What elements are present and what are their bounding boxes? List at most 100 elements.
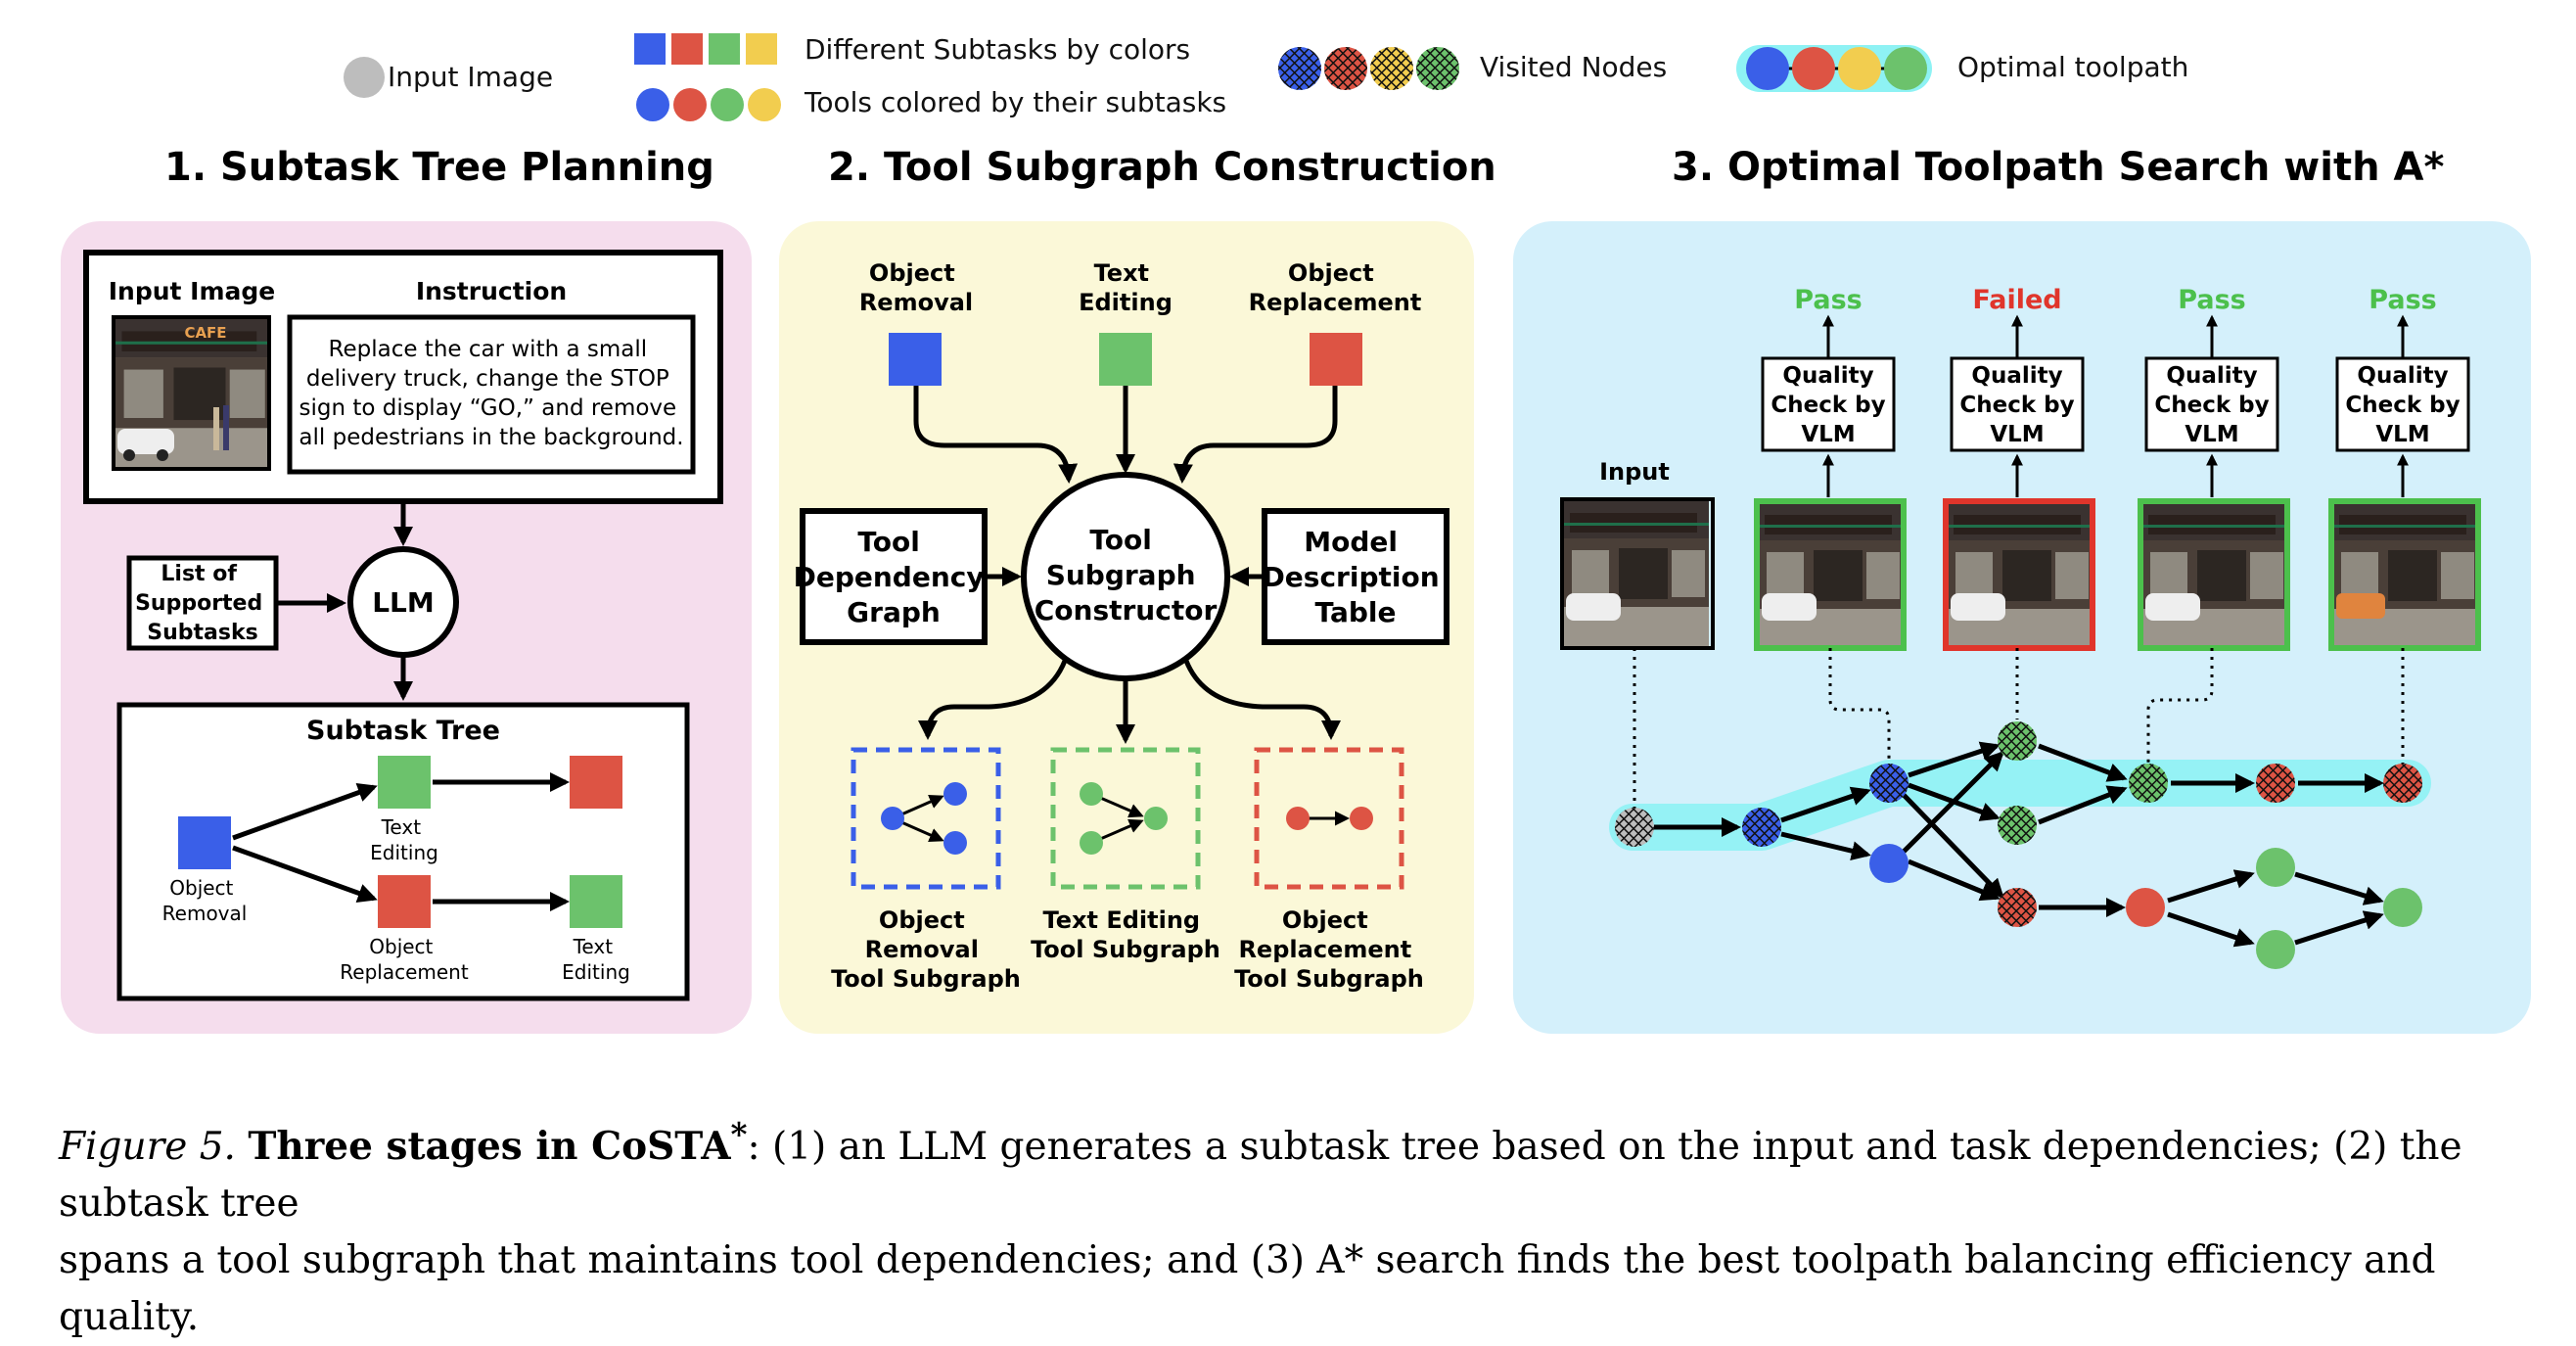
legend-subtask-colors: Different Subtasks by colors [805,33,1191,66]
model-description-label: Model Description Table [1263,526,1449,628]
result-3: Pass [2178,285,2245,315]
s2-object-replacement-label: Object Replacement [1249,259,1422,316]
node-green-2 [1998,806,2037,845]
tool-swatch-red [673,88,707,121]
legend: Input Image Different Subtasks by colors… [0,0,2576,147]
figure-caption: Figure 5. Three stages in CoSTA*: (1) an… [59,1106,2545,1346]
s3-result-image-1 [1754,498,1907,651]
s2-object-replacement-square [1310,333,1362,386]
result-1: Pass [1794,285,1862,315]
tool-swatch-blue [636,88,669,121]
subtask-swatch-blue [634,33,666,65]
caption-line-2: spans a tool subgraph that maintains too… [59,1238,2436,1339]
node-green-6 [2383,888,2422,927]
caption-rest-line1: : (1) an LLM generates a subtask tree ba… [59,1125,2462,1226]
toolpath-graph-nodes [1615,721,2422,969]
llm-label: LLM [372,586,435,619]
subtask-swatch-red [671,33,703,65]
s2-input-edges [913,386,1338,484]
section3-title: 3. Optimal Toolpath Search with A* [1672,145,2445,190]
tool-swatch-green [711,88,744,121]
tree-edges [232,772,570,911]
node-blue-1 [1742,808,1781,847]
s3-input-image [1560,497,1715,650]
tree-text-editing [378,756,431,809]
subtask-tree-title: Subtask Tree [306,716,500,746]
text-subgraph-graph [1080,782,1168,855]
legend-tool-colors: Tools colored by their subtasks [805,86,1227,118]
node-blue-2 [1869,764,1909,803]
result-4: Pass [2369,285,2436,315]
caption-line-1: Figure 5. Three stages in CoSTA*: (1) an… [59,1106,2545,1232]
node-red-1 [1998,888,2037,927]
section1-title: 1. Subtask Tree Planning [164,145,714,190]
node-green-5 [2256,930,2295,969]
photo-sign-text: CAFE [184,324,226,342]
tree-object-removal [178,816,231,869]
text-subgraph-label: Text Editing Tool Subgraph [1031,906,1220,963]
visited-node-swatches [1278,47,1459,90]
tree-label-object-replacement: Object Replacement [340,935,469,984]
text-subgraph-box [1050,747,1201,890]
dotted-connectors [1633,648,2405,809]
qc-box-4 [2335,356,2470,452]
tree-object-replacement [378,875,431,928]
removal-subgraph-label: Object Removal Tool Subgraph [831,906,1021,993]
s3-result-image-2 [1943,498,2095,651]
replacement-subgraph-graph [1286,807,1373,830]
node-blue-3 [1869,844,1909,883]
tree-replacement-2 [570,756,622,809]
input-image-swatch [344,57,385,98]
s2-object-removal-label: Object Removal [859,259,973,316]
legend-graphics [344,33,1932,121]
legend-visited-nodes: Visited Nodes [1480,51,1668,83]
diagram-canvas: Input Image Instruction CAFE Replace the… [83,250,2481,1001]
tool-dependency-label: Tool Dependency Graph [794,526,994,628]
tool-swatch-yellow [748,88,781,121]
qc-box-3 [2144,356,2279,452]
node-green-3 [2129,764,2168,803]
toolpath-graph-edges [1654,741,2384,948]
subgraph-constructor-label: Tool Subgraph Constructor [1035,524,1218,627]
subtask-tree-box [116,702,690,1001]
s3-result-image-4 [2328,498,2481,651]
removal-subgraph-graph [881,782,967,855]
tool-dependency-box [800,508,988,645]
s3-input-label: Input [1599,458,1670,486]
legend-optimal-toolpath: Optimal toolpath [1957,51,2189,83]
s2-object-removal-square [889,333,942,386]
tree-text-editing-2 [570,875,622,928]
tree-label-text-editing: Text Editing [370,815,438,864]
node-input [1615,808,1654,847]
supported-subtasks-label: List of Supported Subtasks [135,562,270,645]
caption-figure-label: Figure 5. [59,1125,236,1169]
s2-text-editing-square [1099,333,1152,386]
node-green-4 [2256,848,2295,887]
instruction-box [287,314,696,475]
supported-subtasks-box [126,555,279,651]
subtask-swatch-green [709,33,740,65]
tree-label-text-editing-2: Text Editing [562,935,630,984]
node-red-3 [2383,764,2422,803]
legend-input-image: Input Image [388,61,554,93]
replacement-subgraph-box [1254,747,1404,890]
instruction-text: Replace the car with a small delivery tr… [299,337,683,450]
section2-title: 2. Tool Subgraph Construction [828,145,1496,190]
s3-result-image-3 [2138,498,2290,651]
instruction-label: Instruction [416,277,567,305]
subtask-swatch-yellow [746,33,777,65]
input-photo-thumbnail: CAFE [112,315,271,471]
replacement-subgraph-label: Object Replacement Tool Subgraph [1234,906,1424,993]
node-red-2 [2256,764,2295,803]
removal-subgraph-box [851,747,1001,890]
s2-text-editing-label: Text Editing [1079,259,1173,316]
qc-box-2 [1950,356,2085,452]
node-red-4 [2126,888,2165,927]
optimal-toolpath-swatch [1736,45,1932,92]
result-2: Failed [1972,285,2061,315]
s2-side-edges [918,567,1341,744]
